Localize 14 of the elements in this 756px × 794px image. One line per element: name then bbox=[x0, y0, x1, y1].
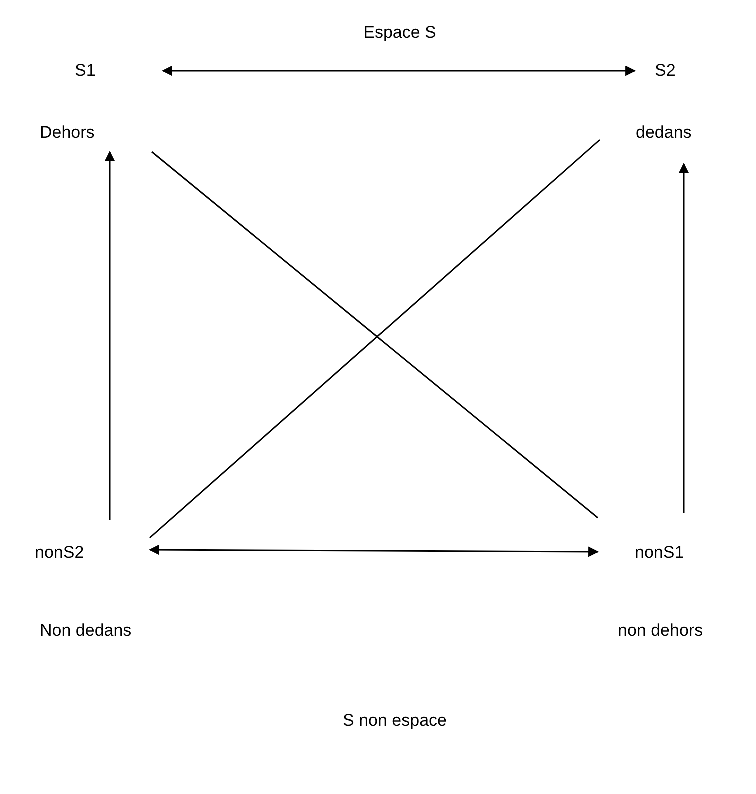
term-label: S1 bbox=[75, 60, 97, 82]
arrow bbox=[104, 150, 116, 520]
term-label: Espace S bbox=[364, 22, 436, 44]
arrow bbox=[148, 544, 600, 558]
term-label: non dehors bbox=[618, 620, 704, 642]
term-label: Dehors bbox=[40, 122, 96, 144]
term-label: S non espace bbox=[343, 710, 447, 732]
term-label: Non dedans bbox=[40, 620, 132, 642]
term-label: dedans bbox=[636, 122, 690, 144]
arrow bbox=[678, 162, 690, 513]
term-label: nonS1 bbox=[635, 542, 686, 564]
term-label: S2 bbox=[655, 60, 677, 82]
arrow bbox=[162, 66, 636, 76]
term-label: nonS2 bbox=[35, 542, 86, 564]
